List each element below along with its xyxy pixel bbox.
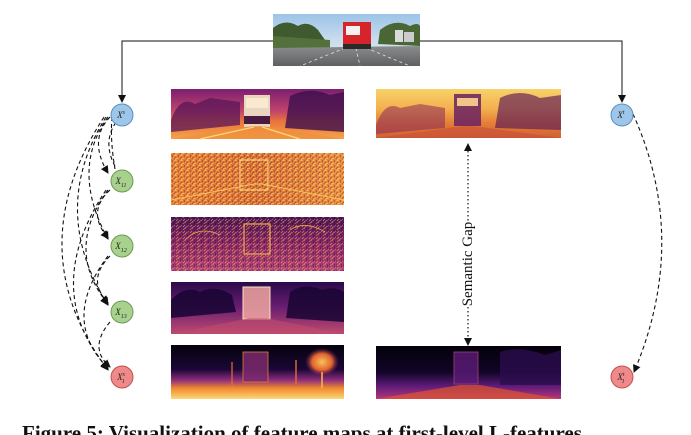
feature-map-left-1 bbox=[171, 89, 344, 140]
node-x12-circle bbox=[110, 234, 134, 258]
node-x11-circle bbox=[110, 169, 134, 193]
input-image bbox=[273, 14, 420, 67]
feature-map-right-2 bbox=[376, 346, 561, 399]
node-xt: Xt bbox=[610, 103, 634, 127]
node-x13: X13 bbox=[110, 300, 134, 324]
feature-map-left-4 bbox=[171, 282, 344, 334]
node-x11-label: X11 bbox=[114, 176, 126, 189]
node-xt-label: Xt bbox=[616, 110, 625, 120]
node-xt1-circle bbox=[610, 365, 634, 389]
input-connectors bbox=[118, 40, 626, 103]
right-dependency-arc bbox=[632, 113, 663, 373]
node-xs-circle bbox=[110, 103, 134, 127]
feature-map-left-2 bbox=[170, 153, 345, 205]
feature-map-left-5 bbox=[171, 345, 344, 399]
left-dependency-arcs bbox=[61, 116, 121, 371]
node-x12: X12 bbox=[110, 234, 134, 258]
figure-caption: Figure 5: Visualization of feature maps … bbox=[22, 421, 588, 435]
node-x13-label: X13 bbox=[114, 307, 127, 320]
node-x13-circle bbox=[110, 300, 134, 324]
node-xt-circle bbox=[610, 103, 634, 127]
node-x11: X11 bbox=[110, 169, 134, 193]
feature-map-left-3 bbox=[171, 217, 344, 271]
node-xs1-circle bbox=[110, 365, 134, 389]
semantic-gap-label: Semantic Gap bbox=[460, 222, 476, 307]
semantic-gap-arrow: Semantic Gap bbox=[455, 143, 481, 346]
node-x12-label: X12 bbox=[114, 241, 127, 254]
feature-map-right-1 bbox=[376, 89, 561, 138]
node-xs-label: Xs bbox=[116, 110, 126, 120]
node-xs: Xs bbox=[110, 103, 134, 127]
